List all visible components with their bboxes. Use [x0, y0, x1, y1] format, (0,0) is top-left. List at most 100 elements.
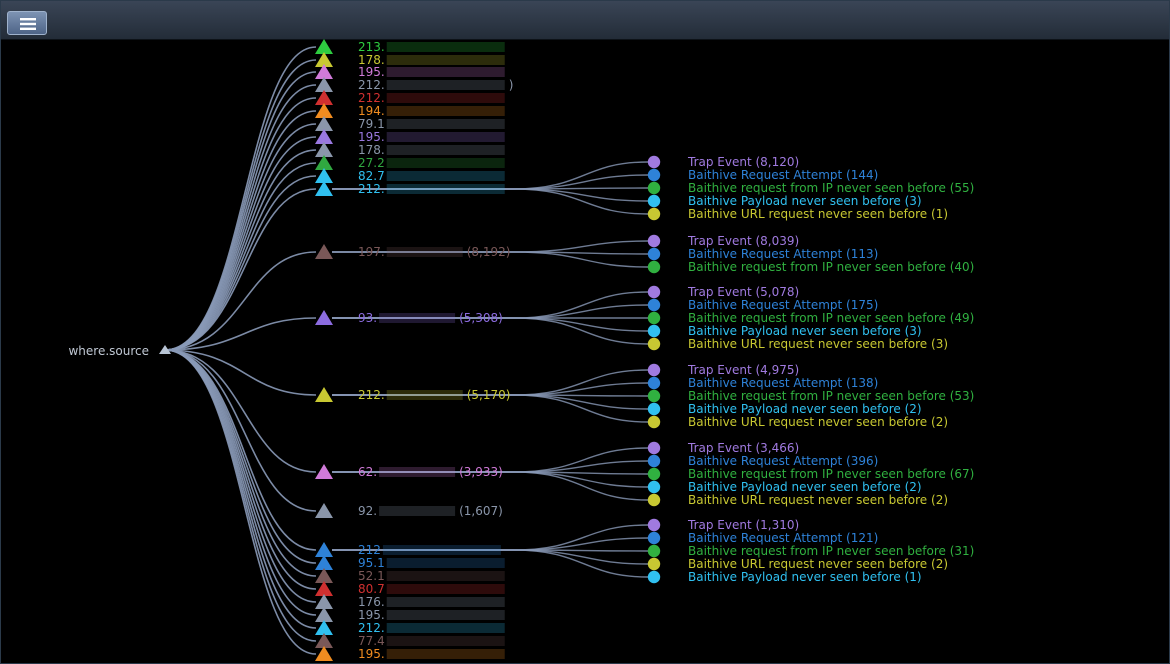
edge-root-source [164, 251, 317, 351]
edge-root-source [164, 349, 317, 512]
event-label: Baithive request from IP never seen befo… [688, 467, 974, 481]
source-node-icon[interactable] [315, 581, 333, 596]
redacted-address [386, 623, 505, 633]
event-node-icon[interactable] [647, 311, 661, 325]
source-label: 212. [358, 388, 385, 402]
event-label: Trap Event (5,078) [687, 285, 799, 299]
event-node-icon[interactable] [647, 247, 661, 261]
event-node-icon[interactable] [647, 337, 661, 351]
event-label: Trap Event (8,039) [687, 234, 799, 248]
redacted-address [386, 93, 505, 103]
source-label: 212. [358, 78, 385, 92]
event-label: Trap Event (1,310) [687, 518, 799, 532]
edge-root-source [164, 188, 317, 351]
redacted-address [386, 584, 505, 594]
source-node-icon[interactable] [315, 646, 333, 661]
event-label: Baithive URL request never seen before (… [688, 415, 948, 429]
root-node-icon[interactable] [159, 345, 171, 354]
source-node-icon[interactable] [315, 310, 333, 325]
source-count: (3,933) [459, 465, 503, 479]
event-node-icon[interactable] [647, 480, 661, 494]
source-node-icon[interactable] [315, 620, 333, 635]
event-label: Baithive request from IP never seen befo… [688, 311, 974, 325]
event-label: Baithive Payload never seen before (3) [688, 194, 922, 208]
source-node-icon[interactable] [315, 39, 333, 54]
source-node-icon[interactable] [315, 77, 333, 92]
source-label: 197. [358, 245, 385, 259]
source-node-icon[interactable] [315, 568, 333, 583]
redacted-address [386, 55, 505, 65]
event-node-icon[interactable] [647, 570, 661, 584]
redacted-address [386, 558, 505, 568]
source-node-icon[interactable] [315, 464, 333, 479]
redacted-address [386, 106, 505, 116]
source-count: ) [509, 78, 514, 92]
source-node-icon[interactable] [315, 103, 333, 118]
source-node-icon[interactable] [315, 542, 333, 557]
source-node-icon[interactable] [315, 168, 333, 183]
event-node-icon[interactable] [647, 544, 661, 558]
event-node-icon[interactable] [647, 234, 661, 248]
event-node-icon[interactable] [647, 441, 661, 455]
event-label: Baithive URL request never seen before (… [688, 557, 948, 571]
source-node-icon[interactable] [315, 52, 333, 67]
source-node-icon[interactable] [315, 142, 333, 157]
redacted-address [386, 184, 505, 194]
source-node-icon[interactable] [315, 607, 333, 622]
menu-button[interactable] [7, 11, 47, 35]
source-node-icon[interactable] [315, 90, 333, 105]
source-label: 176. [358, 595, 385, 609]
source-node-icon[interactable] [315, 129, 333, 144]
source-node-icon[interactable] [315, 64, 333, 79]
event-node-icon[interactable] [647, 168, 661, 182]
source-label: 95.1 [358, 556, 385, 570]
event-node-icon[interactable] [647, 181, 661, 195]
source-node-icon[interactable] [315, 633, 333, 648]
event-label: Baithive Request Attempt (175) [688, 298, 878, 312]
event-node-icon[interactable] [647, 260, 661, 274]
event-label: Trap Event (3,466) [687, 441, 799, 455]
event-label: Baithive Request Attempt (113) [688, 247, 878, 261]
event-node-icon[interactable] [647, 285, 661, 299]
edge-root-source [164, 349, 317, 473]
event-node-icon[interactable] [647, 363, 661, 377]
event-node-icon[interactable] [647, 402, 661, 416]
event-node-icon[interactable] [647, 207, 661, 221]
event-node-icon[interactable] [647, 324, 661, 338]
event-label: Baithive Request Attempt (396) [688, 454, 878, 468]
event-node-icon[interactable] [647, 155, 661, 169]
event-node-icon[interactable] [647, 389, 661, 403]
event-label: Baithive URL request never seen before (… [688, 337, 948, 351]
source-label: 27.2 [358, 156, 385, 170]
event-node-icon[interactable] [647, 531, 661, 545]
source-label: 178. [358, 53, 385, 67]
event-node-icon[interactable] [647, 557, 661, 571]
event-node-icon[interactable] [647, 415, 661, 429]
source-node-icon[interactable] [315, 387, 333, 402]
edge-source-event [332, 549, 649, 578]
event-node-icon[interactable] [647, 376, 661, 390]
redacted-address [379, 467, 456, 477]
redacted-address [386, 119, 505, 129]
toolbar [1, 1, 1169, 40]
source-count: (5,308) [459, 311, 503, 325]
source-node-icon[interactable] [315, 555, 333, 570]
source-node-icon[interactable] [315, 503, 333, 518]
redacted-address [386, 571, 505, 581]
hamburger-menu-icon [20, 18, 36, 30]
event-node-icon[interactable] [647, 493, 661, 507]
event-node-icon[interactable] [647, 194, 661, 208]
source-node-icon[interactable] [315, 244, 333, 259]
source-count: (5,170) [467, 388, 511, 402]
event-node-icon[interactable] [647, 298, 661, 312]
event-node-icon[interactable] [647, 454, 661, 468]
event-node-icon[interactable] [647, 518, 661, 532]
source-node-icon[interactable] [315, 155, 333, 170]
source-node-icon[interactable] [315, 181, 333, 196]
event-node-icon[interactable] [647, 467, 661, 481]
redacted-address [386, 247, 463, 257]
source-node-icon[interactable] [315, 116, 333, 131]
source-node-icon[interactable] [315, 594, 333, 609]
